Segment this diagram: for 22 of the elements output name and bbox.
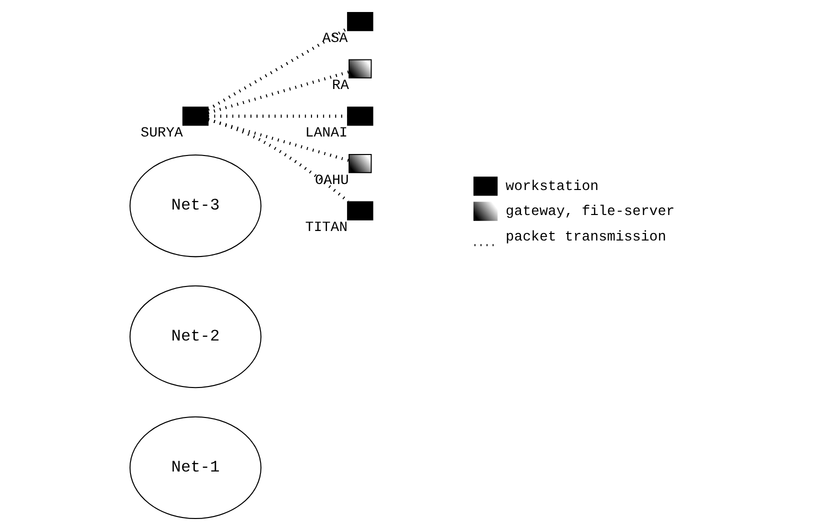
node-ellipse: Net-3 [129,154,261,258]
node-box [346,201,373,220]
node-label: SURYA [140,126,182,142]
node-ellipse: Net-2 [129,285,261,388]
connector [207,70,349,114]
connector [207,118,349,162]
legend-label: workstation [505,178,598,195]
node-hatched-box [348,154,372,174]
node-box [346,106,373,126]
node-label: LANAI [304,126,348,142]
node-box [346,12,373,32]
node-label: ASA [322,30,348,47]
node-label: TITAN [304,220,348,236]
connector [206,26,348,111]
node-label: RA [332,78,348,94]
connector [207,118,349,203]
node-box [182,106,208,126]
legend-label: gateway, file-server [505,204,674,220]
node-label: OAHU [314,172,348,189]
node-hatched-box [348,59,372,78]
legend-label: packet transmission [505,229,666,246]
node-ellipse: Net-1 [129,416,261,520]
